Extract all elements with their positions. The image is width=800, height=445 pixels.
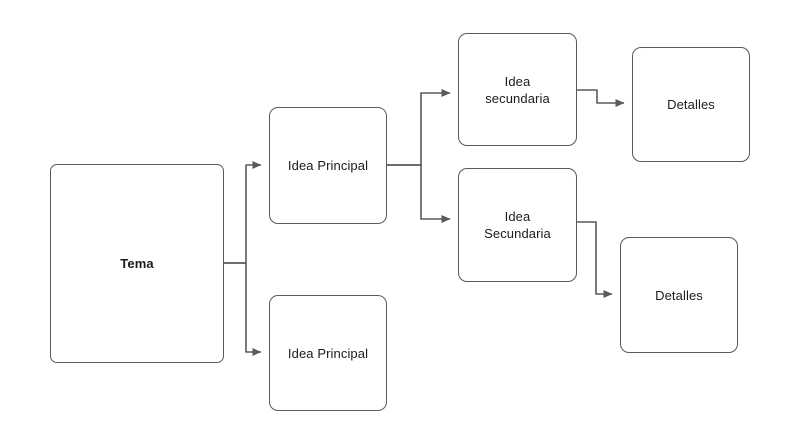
edge-idea-secundaria-1-to-detalles-1 — [577, 89, 625, 107]
node-idea-secundaria-1[interactable]: Idea secundaria — [458, 33, 577, 146]
node-idea-secundaria-2[interactable]: Idea Secundaria — [458, 168, 577, 282]
edge-tema-to-idea-principal-2 — [224, 262, 262, 356]
node-detalles-2[interactable]: Detalles — [620, 237, 738, 353]
edge-idea-principal-1-to-idea-secundaria-2 — [387, 164, 451, 223]
node-detalles-1[interactable]: Detalles — [632, 47, 750, 162]
node-idea-principal-2[interactable]: Idea Principal — [269, 295, 387, 411]
edge-idea-secundaria-2-to-detalles-2 — [577, 221, 613, 298]
edge-tema-to-idea-principal-1 — [224, 161, 262, 264]
edge-idea-principal-1-to-idea-secundaria-1 — [387, 89, 451, 166]
node-idea-principal-1[interactable]: Idea Principal — [269, 107, 387, 224]
node-tema[interactable]: Tema — [50, 164, 224, 363]
